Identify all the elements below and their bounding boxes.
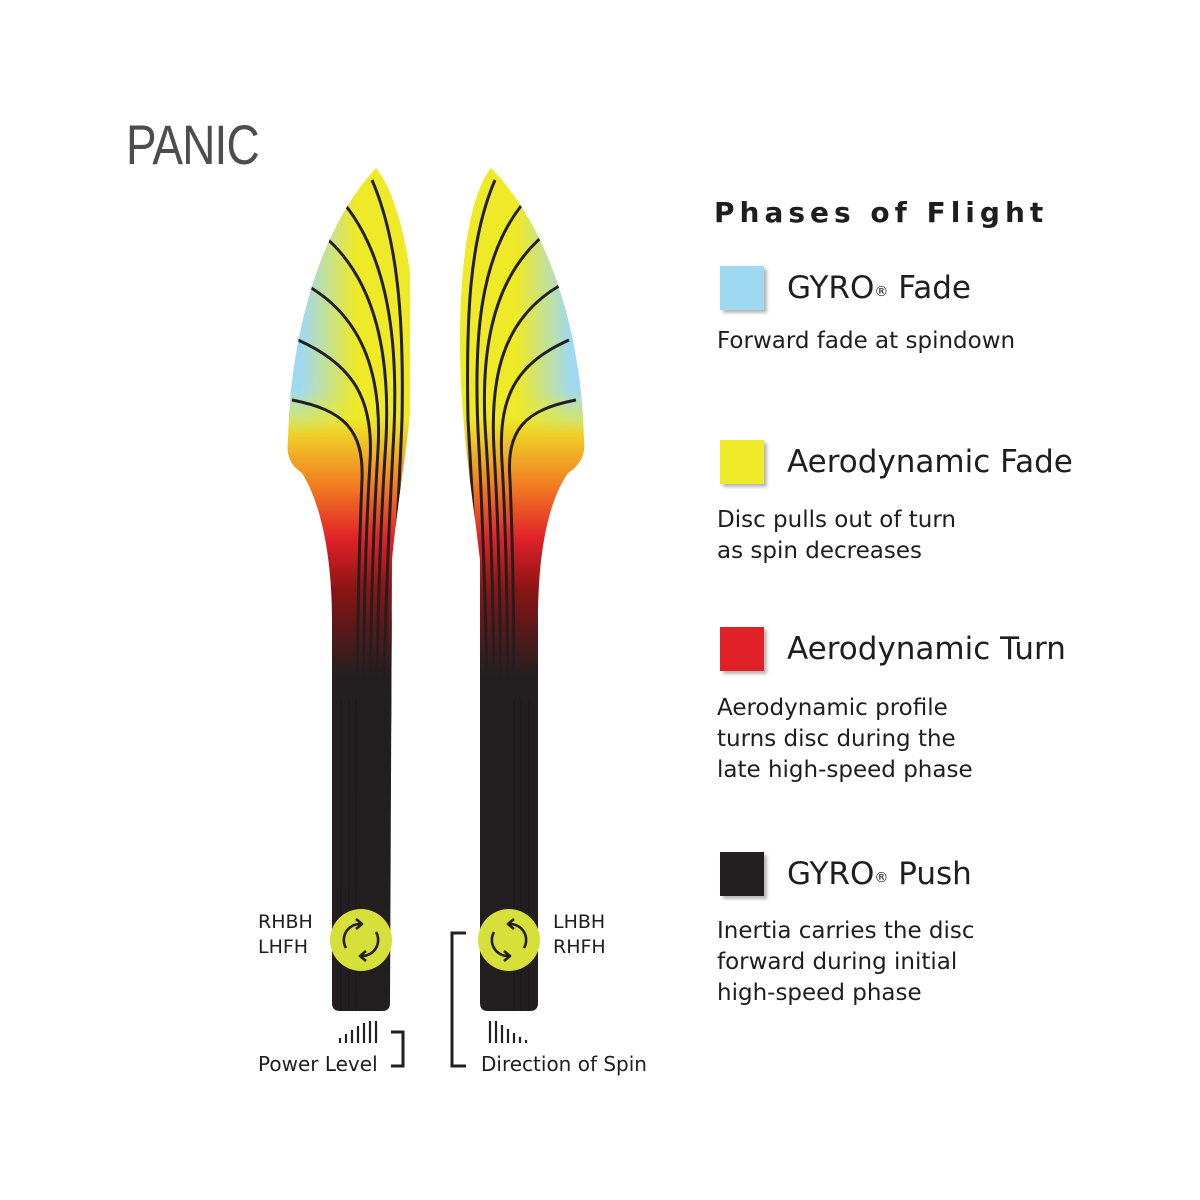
- gyro-push-suffix: Push: [888, 856, 972, 892]
- registered-mark: ®: [874, 284, 889, 300]
- left-throw-2: LHFH: [258, 936, 308, 958]
- power-level-icon: [338, 1021, 378, 1043]
- aerodynamic-turn-swatch: [720, 627, 764, 671]
- description-line: forward during initial: [717, 949, 958, 975]
- description-line: Forward fade at spindown: [717, 328, 1016, 354]
- left-spin-marker: [330, 909, 392, 971]
- direction-of-spin-icon: [488, 1021, 528, 1043]
- legend-heading: Phases of Flight: [714, 196, 1049, 229]
- description-line: Inertia carries the disc: [717, 918, 975, 944]
- description-line: turns disc during the: [717, 726, 956, 752]
- right-spin-marker: [478, 909, 540, 971]
- gyro-fade-description: Forward fade at spindown: [717, 326, 1015, 357]
- gyro-fade-suffix: Fade: [888, 270, 971, 306]
- description-line: as spin decreases: [717, 538, 922, 564]
- gyro-fade-swatch: [720, 266, 764, 310]
- aerodynamic-fade-swatch: [720, 440, 764, 484]
- right-throw-1: LHBH: [553, 911, 605, 933]
- gyro-fade-name: GYRO: [787, 270, 875, 306]
- power-level-bracket: [391, 1030, 405, 1068]
- right-throw-2: RHFH: [553, 936, 606, 958]
- aerodynamic-turn-description: Aerodynamic profile turns disc during th…: [717, 693, 973, 786]
- description-line: late high-speed phase: [717, 757, 973, 783]
- left-flight-path: [287, 168, 414, 1011]
- rotate-counterclockwise-icon: [490, 918, 528, 962]
- aerodynamic-fade-description: Disc pulls out of turn as spin decreases: [717, 505, 956, 567]
- power-level-label: Power Level: [258, 1052, 378, 1076]
- direction-of-spin-label: Direction of Spin: [481, 1052, 647, 1076]
- description-line: Disc pulls out of turn: [717, 507, 956, 533]
- description-line: high-speed phase: [717, 980, 922, 1006]
- disc-title: PANIC: [126, 113, 260, 176]
- gyro-push-swatch: [720, 852, 764, 896]
- rotate-clockwise-icon: [342, 918, 380, 962]
- description-line: Aerodynamic profile: [717, 695, 948, 721]
- gyro-push-description: Inertia carries the disc forward during …: [717, 916, 975, 1009]
- direction-of-spin-bracket: [450, 931, 466, 1068]
- right-flight-path: [460, 168, 585, 1011]
- aerodynamic-fade-title: Aerodynamic Fade: [787, 444, 1073, 480]
- gyro-fade-title: GYRO® Fade: [787, 266, 971, 310]
- aerodynamic-turn-title: Aerodynamic Turn: [787, 631, 1066, 667]
- gyro-push-title: GYRO® Push: [787, 852, 972, 896]
- registered-mark: ®: [874, 870, 889, 886]
- left-throw-1: RHBH: [258, 911, 313, 933]
- gyro-push-name: GYRO: [787, 856, 875, 892]
